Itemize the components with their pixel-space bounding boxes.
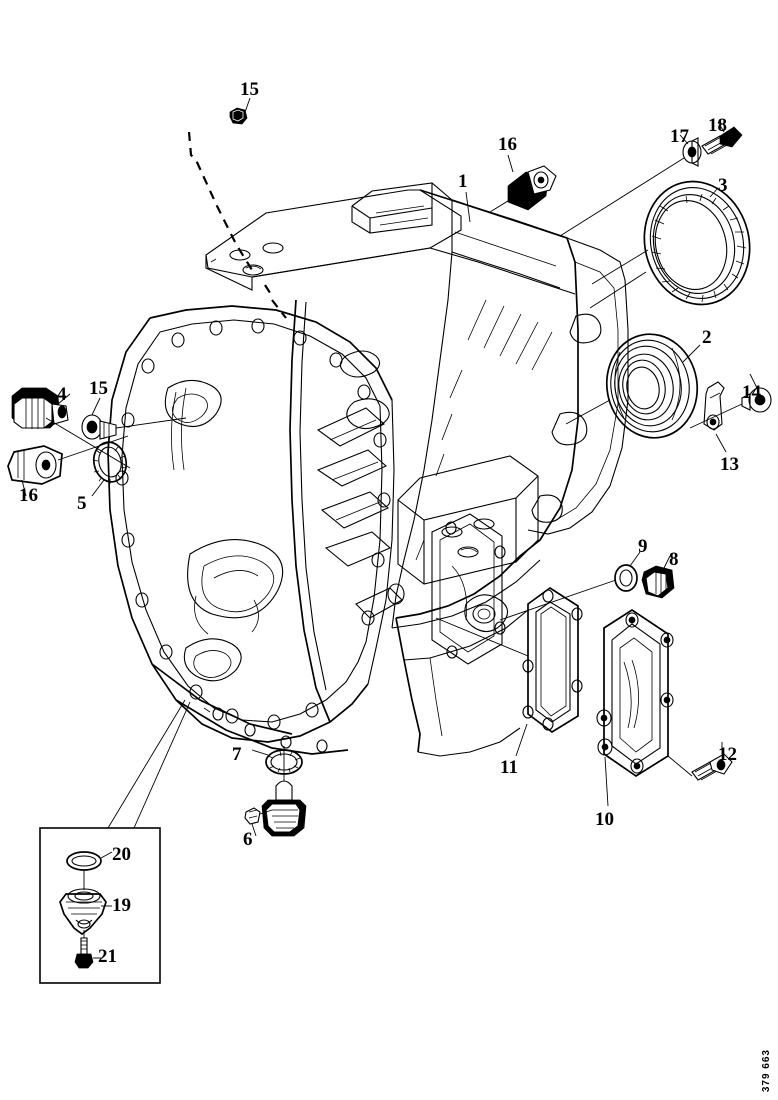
callout-8: 8 xyxy=(669,549,679,570)
leader-11-to-housing xyxy=(435,617,529,657)
callout-3: 3 xyxy=(718,175,728,196)
callout-4: 4 xyxy=(57,384,67,405)
part-5-seal-ring xyxy=(91,441,128,497)
leader-14-to-clip xyxy=(689,403,743,429)
leader-16-left-to-housing xyxy=(57,435,129,461)
leader-3-to-housing-2 xyxy=(589,271,647,309)
leader-2-to-housing xyxy=(565,399,611,425)
leader-3-to-housing xyxy=(591,249,649,285)
callout-19: 19 xyxy=(112,895,131,916)
callout-10: 10 xyxy=(595,809,614,830)
part-15-left-plug xyxy=(81,397,117,440)
leader-1 xyxy=(465,191,471,223)
callout-15-top: 15 xyxy=(240,79,259,100)
part-13-retainer-clip xyxy=(703,381,727,453)
callout-11: 11 xyxy=(500,757,518,778)
callout-12: 12 xyxy=(718,744,737,765)
leader-16-top xyxy=(489,195,517,213)
leader-15-left xyxy=(115,417,187,429)
sheet-reference-number: 379 663 xyxy=(761,1048,772,1092)
leader-17 xyxy=(559,157,685,237)
callout-1: 1 xyxy=(458,171,468,192)
detail-inset-box xyxy=(39,699,191,984)
part-3-gasket-ring xyxy=(643,180,751,306)
callout-2: 2 xyxy=(702,327,712,348)
part-15-top-plug xyxy=(229,107,248,125)
leader-12-to-cover xyxy=(667,755,693,777)
part-7-seal-ring xyxy=(251,749,303,775)
callout-18: 18 xyxy=(708,115,727,136)
part-17-washer xyxy=(679,134,702,167)
bell-housing xyxy=(107,299,405,755)
part-12-bolt xyxy=(691,742,733,781)
part-19-switch xyxy=(59,888,112,936)
part-6-drain-plug xyxy=(244,780,307,837)
callout-21: 21 xyxy=(98,946,117,967)
callout-16-left: 16 xyxy=(19,485,38,506)
part-11-cover-gasket xyxy=(515,586,583,757)
callout-16-top: 16 xyxy=(498,134,517,155)
callout-7: 7 xyxy=(232,744,242,765)
main-transmission-housing xyxy=(205,182,629,757)
callout-17: 17 xyxy=(670,126,689,147)
callout-5: 5 xyxy=(77,493,87,514)
part-9-washer xyxy=(614,551,641,592)
part-14-bolt xyxy=(741,373,772,413)
callout-9: 9 xyxy=(638,536,648,557)
callout-15-left: 15 xyxy=(89,378,108,399)
leader-9-to-housing xyxy=(499,579,617,621)
part-20-o-ring xyxy=(66,851,113,871)
part-16-left-connector xyxy=(7,445,63,497)
part-10-cover-plate xyxy=(596,608,674,807)
part-4-breather xyxy=(11,387,71,429)
callout-14: 14 xyxy=(742,382,761,403)
callout-6: 6 xyxy=(243,829,253,850)
part-8-plug xyxy=(641,555,675,599)
callout-20: 20 xyxy=(112,844,131,865)
part-21-screw xyxy=(74,937,101,969)
leader-4-to-housing xyxy=(45,417,131,469)
leader-15-top-dashed xyxy=(187,97,287,319)
leader-6-to-plug xyxy=(259,809,273,815)
callout-13: 13 xyxy=(720,454,739,475)
part-18-bolt xyxy=(701,121,743,155)
part-2-oil-seal xyxy=(605,333,701,439)
part-16-top-connector xyxy=(507,154,557,211)
